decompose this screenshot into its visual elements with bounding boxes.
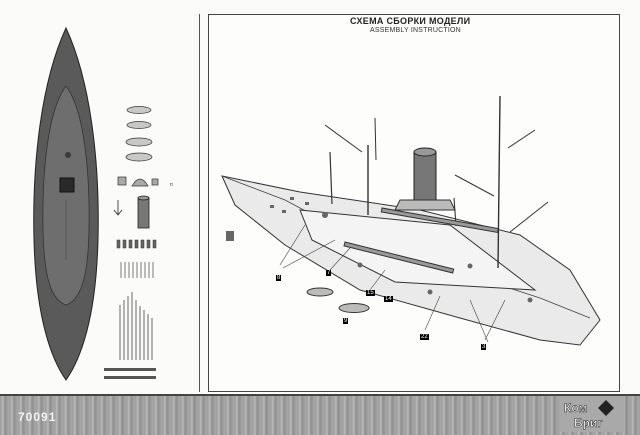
rail-part	[380, 207, 499, 234]
main-mast	[497, 95, 501, 269]
footer-rule	[0, 394, 640, 396]
svg-text:Ком: Ком	[564, 401, 587, 415]
small-parts: п	[117, 176, 173, 188]
part-label: 14	[384, 296, 393, 302]
boat-b	[338, 303, 370, 313]
boat-a	[306, 287, 334, 297]
svg-text:п: п	[170, 182, 173, 188]
funnel	[413, 151, 437, 201]
funnel-part	[113, 195, 150, 229]
ladders	[120, 262, 154, 278]
kombrig-logo: Ком Бриг	[560, 396, 624, 432]
part-label: 15	[366, 290, 375, 296]
hatch	[59, 177, 75, 193]
assembly-drawing	[221, 95, 601, 346]
masts-sprue	[119, 292, 153, 360]
panel-divider	[199, 14, 200, 392]
catalog-code: 70091	[18, 410, 57, 424]
assembly-title-en: ASSEMBLY INSTRUCTION	[370, 27, 461, 34]
part-label: 9	[343, 318, 349, 324]
tiny-parts-rows	[104, 368, 156, 379]
parts-panel: п	[33, 26, 173, 381]
fittings	[116, 239, 157, 249]
assembly-title-ru: СХЕМА СБОРКИ МОДЕЛИ	[350, 16, 471, 26]
svg-text:Бриг: Бриг	[574, 416, 602, 430]
boat-parts	[125, 106, 153, 162]
superstructure	[299, 209, 537, 291]
part-label: 8	[276, 275, 282, 281]
part-label: 3	[481, 344, 487, 350]
part-label: 7	[326, 270, 332, 276]
deck-inner	[42, 85, 90, 306]
funnel-base	[65, 152, 71, 158]
part-label: 22	[420, 334, 429, 340]
footer-band	[0, 396, 640, 435]
